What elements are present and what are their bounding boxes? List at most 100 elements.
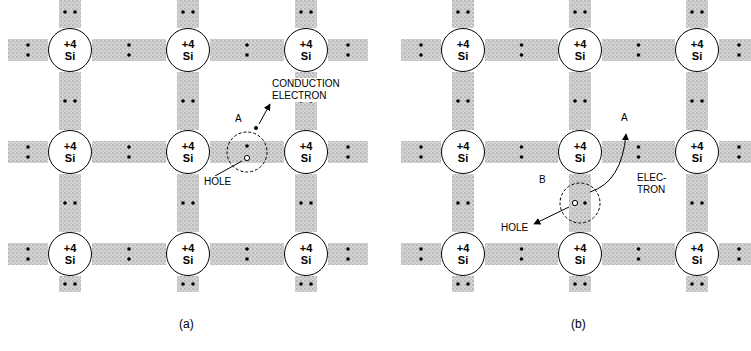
valence-electron bbox=[181, 201, 185, 205]
valence-electron bbox=[309, 201, 313, 205]
covalent-bond bbox=[485, 141, 558, 163]
charge-label: +4 bbox=[691, 38, 704, 50]
element-label: Si bbox=[183, 50, 193, 62]
valence-electron bbox=[245, 53, 249, 57]
bond-stub bbox=[452, 276, 474, 292]
silicon-atom: +4Si bbox=[48, 130, 92, 174]
valence-electron bbox=[26, 257, 30, 261]
valence-electron bbox=[299, 10, 303, 14]
valence-electron bbox=[26, 155, 30, 159]
element-label: Si bbox=[65, 152, 75, 164]
panel-label: (b) bbox=[570, 318, 587, 330]
point-label: A bbox=[620, 112, 629, 124]
valence-electron bbox=[63, 282, 67, 286]
valence-electron bbox=[573, 282, 577, 286]
valence-electron bbox=[456, 99, 460, 103]
element-label: Si bbox=[575, 50, 585, 62]
element-label: Si bbox=[458, 254, 468, 266]
bond-stub bbox=[59, 0, 81, 28]
valence-electron bbox=[419, 43, 423, 47]
silicon-atom: +4Si bbox=[284, 28, 328, 72]
valence-electron bbox=[520, 43, 524, 47]
valence-electron bbox=[466, 99, 470, 103]
silicon-atom: +4Si bbox=[441, 28, 485, 72]
valence-electron bbox=[346, 247, 350, 251]
covalent-bond bbox=[59, 174, 81, 232]
valence-electron bbox=[456, 282, 460, 286]
covalent-bond bbox=[686, 174, 708, 232]
charge-label: +4 bbox=[182, 242, 195, 254]
valence-electron bbox=[346, 145, 350, 149]
covalent-bond bbox=[92, 141, 166, 163]
valence-electron bbox=[573, 10, 577, 14]
valence-electron bbox=[127, 257, 131, 261]
valence-electron bbox=[520, 257, 524, 261]
valence-electron bbox=[690, 99, 694, 103]
element-label: Si bbox=[692, 254, 702, 266]
valence-electron bbox=[520, 155, 524, 159]
element-label: Si bbox=[301, 152, 311, 164]
silicon-atom: +4Si bbox=[284, 130, 328, 174]
silicon-atom: +4Si bbox=[441, 232, 485, 276]
element-label: Si bbox=[183, 254, 193, 266]
valence-electron bbox=[73, 201, 77, 205]
covalent-bond bbox=[210, 243, 284, 265]
valence-electron bbox=[346, 257, 350, 261]
hole-leader bbox=[215, 161, 242, 176]
valence-electron bbox=[690, 201, 694, 205]
element-label: Si bbox=[458, 50, 468, 62]
valence-electron bbox=[466, 201, 470, 205]
bond-stub bbox=[719, 141, 751, 163]
charge-label: +4 bbox=[64, 242, 77, 254]
valence-electron bbox=[63, 10, 67, 14]
valence-electron bbox=[63, 201, 67, 205]
charge-label: +4 bbox=[300, 38, 313, 50]
valence-electron bbox=[737, 53, 741, 57]
covalent-bond bbox=[602, 39, 675, 61]
valence-electron bbox=[456, 201, 460, 205]
valence-electron bbox=[73, 10, 77, 14]
valence-electron bbox=[737, 247, 741, 251]
charge-label: +4 bbox=[182, 38, 195, 50]
valence-electron bbox=[700, 282, 704, 286]
covalent-bond bbox=[485, 243, 558, 265]
valence-electron bbox=[419, 257, 423, 261]
valence-electron bbox=[245, 247, 249, 251]
valence-electron bbox=[690, 10, 694, 14]
panel-label: (a) bbox=[178, 318, 195, 330]
valence-electron bbox=[573, 99, 577, 103]
element-label: Si bbox=[183, 152, 193, 164]
covalent-bond bbox=[92, 39, 166, 61]
callout-label: HOLE bbox=[500, 222, 529, 234]
charge-label: +4 bbox=[691, 242, 704, 254]
covalent-bond bbox=[210, 141, 284, 163]
silicon-atom: +4Si bbox=[284, 232, 328, 276]
charge-label: +4 bbox=[574, 242, 587, 254]
valence-electron bbox=[191, 201, 195, 205]
bond-stub bbox=[401, 141, 441, 163]
silicon-atom: +4Si bbox=[675, 130, 719, 174]
covalent-bond bbox=[177, 174, 199, 232]
bond-stub bbox=[452, 0, 474, 28]
valence-electron bbox=[26, 53, 30, 57]
bond-stub bbox=[401, 39, 441, 61]
valence-electron bbox=[245, 144, 249, 148]
valence-electron bbox=[737, 43, 741, 47]
bond-stub bbox=[328, 39, 368, 61]
bond-stub bbox=[295, 276, 317, 292]
element-label: Si bbox=[458, 152, 468, 164]
bond-stub bbox=[686, 276, 708, 292]
valence-electron bbox=[637, 155, 641, 159]
silicon-atom: +4Si bbox=[675, 232, 719, 276]
element-label: Si bbox=[301, 254, 311, 266]
silicon-atom: +4Si bbox=[675, 28, 719, 72]
valence-electron bbox=[419, 247, 423, 251]
silicon-atom: +4Si bbox=[166, 130, 210, 174]
valence-electron bbox=[26, 43, 30, 47]
hole-arrow bbox=[534, 207, 569, 224]
covalent-bond bbox=[569, 72, 591, 130]
valence-electron bbox=[700, 99, 704, 103]
callout-label: HOLE bbox=[203, 176, 232, 188]
silicon-atom: +4Si bbox=[48, 28, 92, 72]
valence-electron bbox=[127, 155, 131, 159]
